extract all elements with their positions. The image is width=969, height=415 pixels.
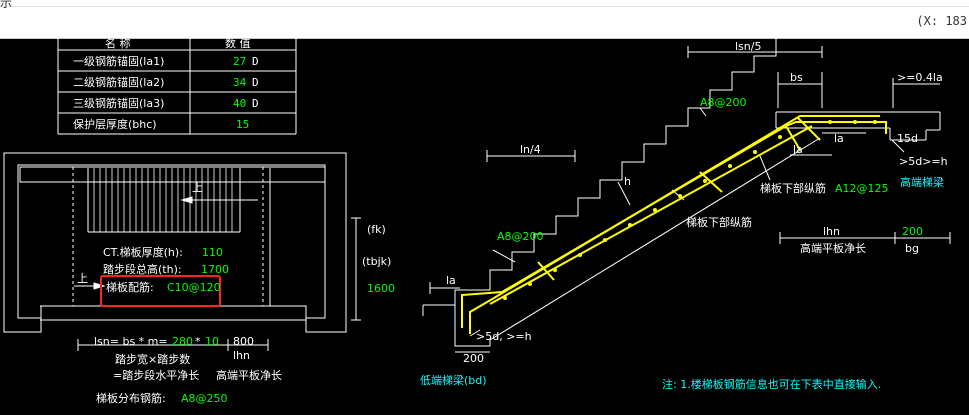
caption-horizontal: =踏步段水平净长 bbox=[113, 368, 199, 382]
bottom-long-label-2: 梯板下部纵筋 bbox=[686, 215, 752, 229]
table-row-name: 一级钢筋锚固(la1) bbox=[73, 54, 164, 68]
la-left-label: la bbox=[446, 274, 456, 287]
thickness-label: CT.梯板厚度(h): bbox=[103, 245, 183, 259]
dist-rebar-value[interactable]: A8@250 bbox=[181, 392, 228, 405]
up-label: 上 bbox=[77, 272, 88, 285]
tbjk-label: (tbjk) bbox=[362, 255, 391, 268]
rebar bbox=[461, 115, 887, 334]
top-divider bbox=[0, 6, 969, 7]
d15-label: 15d bbox=[897, 132, 918, 145]
window-title-stub: 示 bbox=[0, 0, 13, 10]
lhn-value: 800 bbox=[233, 335, 254, 348]
a8-top-label[interactable]: A8@200 bbox=[700, 96, 747, 109]
table-row-unit: D bbox=[252, 97, 259, 110]
caption-high-plate: 高端平板净长 bbox=[216, 368, 282, 382]
table-row-name: 二级钢筋锚固(la2) bbox=[73, 75, 164, 89]
caption-step: 踏步宽×踏步数 bbox=[115, 352, 190, 366]
value-200-right[interactable]: 200 bbox=[902, 225, 923, 238]
height-value[interactable]: 1700 bbox=[201, 263, 229, 276]
high-plate-label: 高端平板净长 bbox=[800, 241, 866, 255]
highlight-box bbox=[100, 275, 221, 307]
table-row-name: 三级钢筋锚固(la3) bbox=[73, 96, 164, 110]
note-text: 注: 1.楼梯板钢筋信息也可在下表中直接输入. bbox=[662, 377, 881, 391]
table-row-unit: D bbox=[252, 76, 259, 89]
coordinate-readout: (X: 183 bbox=[916, 14, 967, 28]
low-beam-label: 低端梯梁(bd) bbox=[420, 373, 487, 387]
lhn-label: lhn bbox=[233, 349, 250, 362]
parameter-table bbox=[57, 38, 297, 135]
table-row-value[interactable]: 27 bbox=[233, 55, 246, 68]
a8-bottom-label[interactable]: A8@200 bbox=[497, 230, 544, 243]
stair-section bbox=[422, 38, 951, 347]
lsn-formula: lsn= bs * m= bbox=[94, 335, 168, 348]
table-row-value[interactable]: 15 bbox=[236, 118, 249, 131]
top-bar: 示 (X: 183 bbox=[0, 0, 969, 39]
lhn-section-label: lhn bbox=[823, 225, 840, 238]
thickness-value[interactable]: 110 bbox=[202, 246, 223, 259]
table-row-value[interactable]: 34 bbox=[233, 76, 247, 89]
table-header-name: 名 称 bbox=[105, 38, 131, 50]
high-beam-label: 高端梯梁 bbox=[900, 175, 944, 189]
la-label: la bbox=[793, 143, 803, 156]
table-row-unit: D bbox=[252, 55, 259, 68]
fk-label: (fk) bbox=[367, 223, 386, 236]
dist-rebar-label: 梯板分布钢筋: bbox=[96, 391, 166, 405]
la-label: la bbox=[834, 132, 844, 145]
table-row-name: 保护层厚度(bhc) bbox=[73, 117, 157, 131]
bottom-long-value[interactable]: A12@125 bbox=[835, 182, 889, 195]
side-value[interactable]: 1600 bbox=[367, 282, 395, 295]
bs-label: bs bbox=[790, 71, 803, 84]
stair-plan bbox=[3, 152, 361, 351]
rebar-value[interactable]: C10@120 bbox=[167, 281, 221, 294]
times-sign: * bbox=[195, 335, 201, 348]
height-label: 踏步段总高(th): bbox=[103, 262, 182, 276]
drawing-canvas[interactable]: 名 称 数 值 一级钢筋锚固(la1) 二级钢筋锚固(la2) 三级钢筋锚固(l… bbox=[0, 38, 969, 415]
h-mark: h bbox=[624, 175, 631, 188]
ln4-label: ln/4 bbox=[520, 143, 541, 156]
table-row-value[interactable]: 40 bbox=[233, 97, 246, 110]
m-value[interactable]: 10 bbox=[205, 335, 219, 348]
table-header-value: 数 值 bbox=[225, 38, 251, 50]
lsn5-label: lsn/5 bbox=[735, 40, 761, 53]
value-200-left: 200 bbox=[463, 352, 484, 365]
ge04la-label: >=0.4la bbox=[897, 71, 943, 84]
up-label: 上 bbox=[192, 181, 203, 194]
bs-value[interactable]: 280 bbox=[172, 335, 193, 348]
rebar-label: 梯板配筋: bbox=[106, 280, 154, 294]
ge5d-h-left: >5d, >=h bbox=[476, 330, 532, 343]
bottom-long-label: 梯板下部纵筋 bbox=[760, 181, 826, 195]
rebar-dots bbox=[503, 120, 877, 300]
ge5d-h-right: >5d>=h bbox=[899, 155, 948, 168]
bg-label: bg bbox=[905, 242, 919, 255]
